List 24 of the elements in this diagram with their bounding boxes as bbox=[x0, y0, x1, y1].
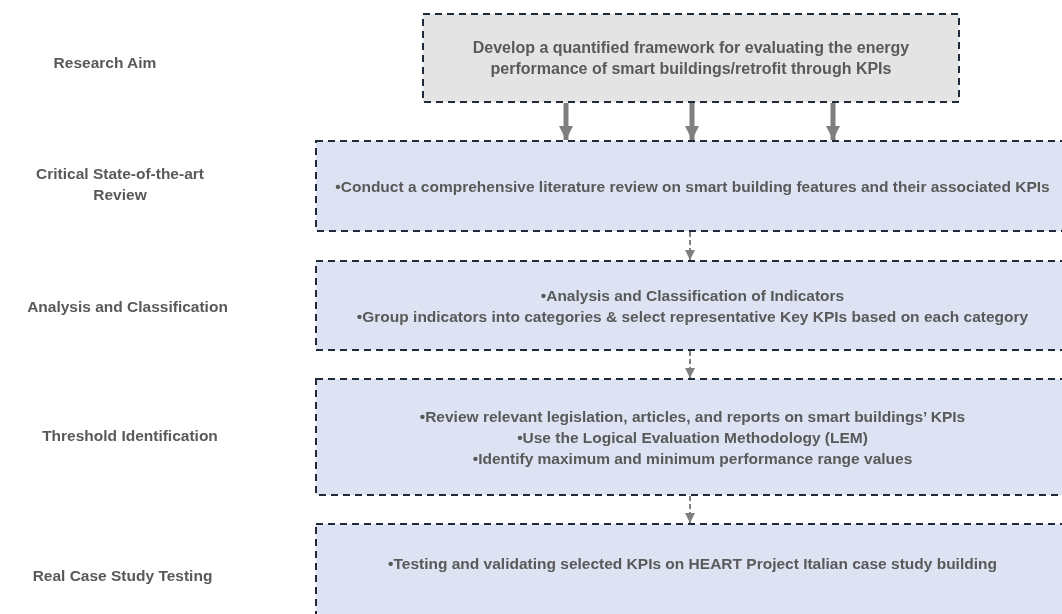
arrow bbox=[685, 231, 695, 261]
box-text: •Group indicators into categories & select representative Key KPIs based on each category bbox=[356, 306, 1029, 327]
arrow bbox=[559, 103, 573, 140]
arrow bbox=[685, 350, 695, 379]
arrow bbox=[685, 495, 695, 524]
box-text: •Analysis and Classification of Indicators bbox=[540, 285, 845, 306]
box-text: •Use the Logical Evaluation Methodology (LEM) bbox=[517, 427, 868, 448]
stage-label: Analysis and Classification bbox=[26, 297, 229, 317]
box-text: •Testing and validating selected KPIs on HEART Project Italian case study building bbox=[388, 554, 997, 574]
stage-label: Research Aim bbox=[52, 53, 158, 73]
box-text: •Identify maximum and minimum performance range values bbox=[472, 448, 913, 469]
process-box bbox=[315, 523, 1062, 614]
stage-label: Critical State-of-the-art Review bbox=[35, 164, 205, 205]
process-box bbox=[315, 260, 1062, 351]
stage-label: Real Case Study Testing bbox=[31, 566, 214, 586]
box-text: •Conduct a comprehensive literature review on smart building features and their associated KPIs bbox=[335, 176, 1050, 197]
process-box bbox=[315, 140, 1062, 232]
box-text: Develop a quantified framework for evaluating the energy performance of smart buildings/retrofit through KPIs bbox=[471, 38, 911, 79]
arrow bbox=[685, 103, 699, 140]
process-box bbox=[422, 13, 960, 103]
arrow bbox=[826, 103, 840, 140]
stage-label: Threshold Identification bbox=[41, 426, 219, 446]
box-text: •Review relevant legislation, articles, and reports on smart buildings’ KPIs bbox=[419, 406, 966, 427]
process-box bbox=[315, 378, 1062, 496]
